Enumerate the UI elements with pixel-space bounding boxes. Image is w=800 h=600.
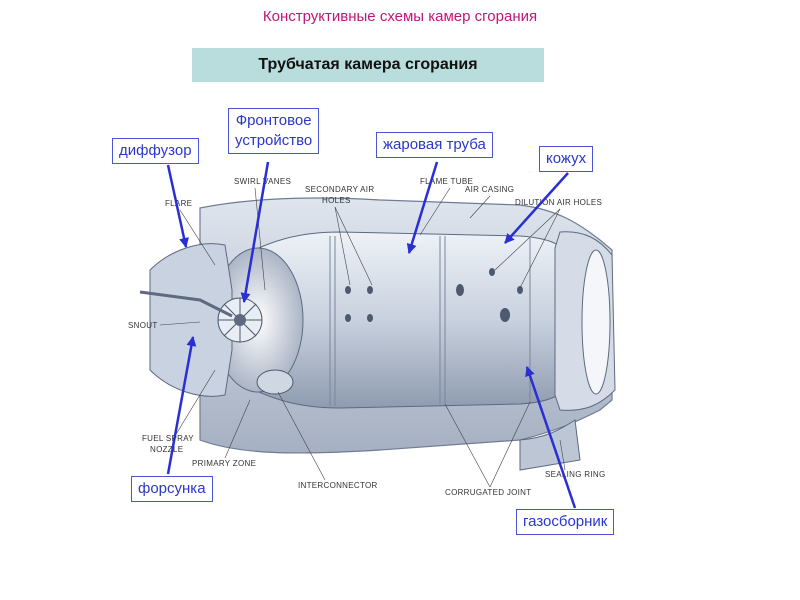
callout-casing-text: кожух [546, 150, 587, 167]
label-flame-tube: FLAME TUBE [420, 177, 473, 186]
label-snout: SNOUT [128, 321, 158, 330]
section-subtitle: Трубчатая камера сгорания [192, 48, 544, 82]
callout-gas-collector: газосборник [516, 509, 615, 535]
interconnector-shape [256, 369, 294, 395]
page-title: Конструктивные схемы камер сгорания [262, 8, 538, 25]
air-holes [345, 268, 523, 322]
callout-injector: форсунка [131, 476, 213, 502]
callout-front-device-line1: Фронтовое [235, 112, 312, 129]
callout-diffuser-text: диффузор [119, 142, 192, 159]
callout-front-device-line2: устройство [235, 132, 313, 149]
label-secondary-air-2: HOLES [322, 196, 351, 205]
callout-casing: кожух [539, 146, 594, 172]
label-secondary-air-1: SECONDARY AIR [305, 185, 374, 194]
label-swirl-vanes: SWIRL VANES [234, 177, 291, 186]
callout-flame-tube: жаровая труба [376, 132, 493, 158]
english-labels: SWIRL VANES FLARE SECONDARY AIR HOLES FL… [128, 177, 606, 497]
callout-front-device: Фронтовое устройство [228, 108, 320, 154]
snout-shape [149, 243, 233, 397]
fuel-nozzle-tip [234, 314, 246, 326]
label-fuel-spray-2: NOZZLE [150, 445, 183, 454]
exit-opening [581, 249, 611, 395]
sealing-flange [519, 419, 581, 471]
engine-cutaway [139, 197, 616, 471]
label-interconnector: INTERCONNECTOR [298, 481, 378, 490]
label-sealing-ring: SEALING RING [545, 470, 606, 479]
label-flare: FLARE [165, 199, 192, 208]
label-dilution-air-holes: DILUTION AIR HOLES [515, 198, 602, 207]
label-corrugated-joint: CORRUGATED JOINT [445, 488, 531, 497]
label-air-casing: AIR CASING [465, 185, 514, 194]
callout-arrows [166, 161, 577, 509]
callout-injector-text: форсунка [138, 480, 206, 497]
callout-gas-collector-text: газосборник [523, 513, 608, 530]
callout-diffuser: диффузор [112, 138, 199, 164]
leader-lines [159, 187, 566, 488]
label-primary-zone: PRIMARY ZONE [192, 459, 256, 468]
label-fuel-spray-1: FUEL SPRAY [142, 434, 194, 443]
callout-flame-tube-text: жаровая труба [383, 136, 486, 153]
fuel-pipe [139, 290, 233, 318]
